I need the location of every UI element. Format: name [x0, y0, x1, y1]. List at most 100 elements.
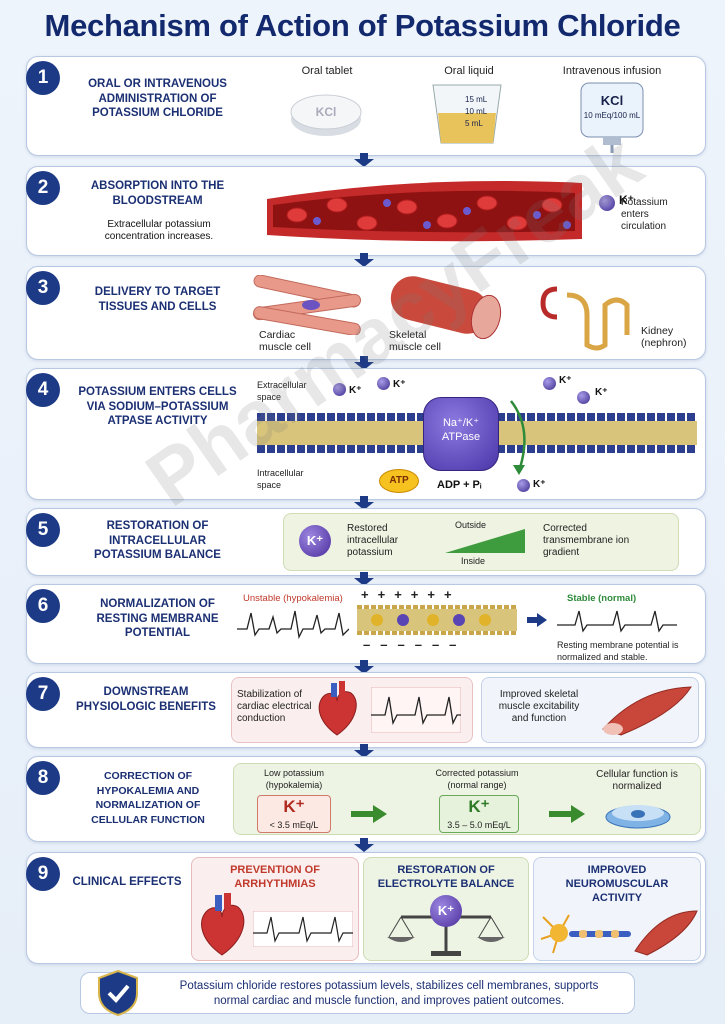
- skeletal-muscle-icon: [633, 907, 699, 957]
- flow-arrow: [354, 356, 374, 370]
- balance-scale-icon: [387, 905, 505, 957]
- blood-vessel-icon: [257, 175, 587, 251]
- step-2-panel: 2 ABSORPTION INTO THE BLOODSTREAM Extrac…: [26, 166, 706, 256]
- kidney-label: Kidney (nephron): [641, 325, 687, 349]
- outside-label: Outside: [455, 520, 487, 530]
- potassium-ion-icon: [377, 377, 390, 390]
- corrected-potassium-label: Corrected potassium (normal range): [435, 768, 519, 790]
- skeletal-muscle-icon: [382, 273, 502, 340]
- skeletal-benefit-label: Improved skeletal muscle excitability an…: [498, 689, 580, 724]
- page-title: Mechanism of Action of Potassium Chlorid…: [44, 8, 681, 43]
- step-3-panel: 3 DELIVERY TO TARGET TISSUES AND CELLS C…: [26, 266, 706, 360]
- potassium-badge-icon: K⁺: [430, 895, 462, 927]
- shield-check-icon: [95, 969, 141, 1017]
- transport-arrow-icon: [507, 399, 537, 479]
- iv-bag-icon: KCl 10 mEq/100 mL: [575, 81, 649, 153]
- flow-arrow: [354, 838, 374, 852]
- tablet-text: KCl: [315, 105, 337, 119]
- flow-arrow: [354, 153, 374, 167]
- potassium-ion-icon: [577, 391, 590, 404]
- pump-label-2: ATPase: [441, 431, 481, 443]
- flow-arrow: [354, 744, 374, 758]
- cell-normalized-label: Cellular function is normalized: [596, 769, 678, 792]
- gradient-wedge-icon: [445, 529, 525, 553]
- minus-sign: –: [397, 637, 415, 652]
- step-subtext: Extracellular potassium concentration in…: [104, 219, 214, 242]
- step-9-panel: 9 CLINICAL EFFECTS PREVENTION OF ARRHYTH…: [26, 852, 706, 964]
- step-number: 9: [26, 857, 60, 891]
- skeletal-muscle-icon: [599, 683, 695, 737]
- plus-sign: +: [394, 587, 411, 602]
- balance-panel: [283, 513, 679, 571]
- atp-label: ATP: [389, 475, 409, 486]
- step-heading: POTASSIUM ENTERS CELLS VIA SODIUM–POTASS…: [78, 386, 237, 427]
- oral-tablet-label: Oral tablet: [301, 65, 353, 77]
- ion-label: K⁺: [393, 379, 406, 390]
- potassium-ion-icon: [543, 377, 556, 390]
- heart-icon: [315, 681, 359, 737]
- step-number: 6: [26, 589, 60, 623]
- plus-sign: +: [443, 587, 461, 602]
- minus-sign: –: [414, 637, 432, 652]
- step-7-panel: 7 DOWNSTREAM PHYSIOLOGIC BENEFITS Stabil…: [26, 672, 706, 748]
- ion-label: K⁺: [559, 375, 572, 386]
- potassium-ion-icon: [599, 195, 615, 211]
- atpase-pump-icon: [423, 397, 499, 471]
- cup-mark-10: 10 mL: [465, 107, 488, 116]
- right-arrow-icon: [549, 805, 585, 823]
- intracellular-label: Intracellular space: [257, 468, 304, 490]
- ion-label: K⁺: [619, 193, 634, 207]
- low-potassium-label: Low potassium (hypokalemia): [263, 768, 325, 790]
- low-k-value: < 3.5 mEq/L: [269, 820, 319, 830]
- cardiac-label: Cardiac muscle cell: [259, 329, 311, 353]
- heart-icon: [197, 893, 247, 957]
- circulation-note: Potassium enters circulation: [621, 197, 668, 232]
- low-potassium-box: [257, 795, 331, 833]
- iv-bag-title: KCl: [600, 93, 624, 108]
- adp-label: ADP + Pᵢ: [437, 479, 482, 491]
- neuromuscular-panel: [533, 857, 701, 961]
- restoration-label: RESTORATION OF ELECTROLYTE BALANCE: [377, 864, 515, 890]
- plus-sign: +: [427, 587, 444, 602]
- unstable-label: Unstable (hypokalemia): [243, 593, 343, 604]
- step-heading: CLINICAL EFFECTS: [72, 876, 182, 888]
- ion-label: K⁺: [533, 479, 546, 490]
- flow-arrow: [354, 572, 374, 586]
- step-number: 8: [26, 761, 60, 795]
- positive-charges: ++++++: [361, 587, 511, 602]
- step-heading: ORAL OR INTRAVENOUS ADMINISTRATION OF PO…: [88, 78, 227, 119]
- gradient-label: Corrected transmembrane ion gradient: [543, 523, 630, 558]
- negative-charges: ––––––: [363, 637, 513, 652]
- restored-label: Restored intracellular potassium: [347, 523, 399, 558]
- pump-label-1: Na⁺/K⁺: [442, 417, 480, 429]
- corrected-k-value: 3.5 – 5.0 mEq/L: [447, 820, 511, 830]
- step-heading: DELIVERY TO TARGET TISSUES AND CELLS: [94, 286, 221, 313]
- cell-icon: [605, 801, 671, 829]
- tablet-icon: KCl: [289, 87, 363, 139]
- plus-sign: +: [410, 587, 428, 602]
- corrected-potassium-box: [439, 795, 519, 833]
- ion-label: K⁺: [349, 385, 362, 396]
- step-heading: RESTORATION OF INTRACELLULAR POTASSIUM B…: [94, 520, 221, 561]
- prevention-label: PREVENTION OF ARRHYTHMIAS: [230, 864, 320, 890]
- neuro-label: IMPROVED NEUROMUSCULAR ACTIVITY: [565, 864, 669, 904]
- minus-sign: –: [431, 637, 450, 652]
- step-heading: ABSORPTION INTO THE BLOODSTREAM: [90, 180, 225, 207]
- skeletal-label: Skeletal muscle cell: [389, 329, 441, 353]
- minus-sign: –: [363, 637, 381, 652]
- iv-bag-sub: 10 mEq/100 mL: [583, 111, 641, 120]
- ion-label: K⁺: [595, 387, 608, 398]
- atp-burst-icon: [379, 469, 419, 493]
- stable-ecg-icon: [557, 607, 677, 635]
- cardiac-muscle-icon: [247, 274, 367, 336]
- step-8-panel: 8 CORRECTION OF HYPOKALEMIA AND NORMALIZ…: [26, 756, 706, 842]
- corrected-k-symbol: K⁺: [468, 797, 490, 816]
- step-5-panel: 5 RESTORATION OF INTRACELLULAR POTASSIUM…: [26, 508, 706, 576]
- inside-label: Inside: [461, 556, 486, 566]
- step-number: 5: [26, 513, 60, 547]
- flow-arrow: [354, 496, 374, 510]
- neuron-icon: [539, 909, 639, 957]
- plus-sign: +: [377, 587, 395, 602]
- cardiac-benefit-label: Stabilization of cardiac electrical cond…: [237, 689, 312, 724]
- cup-mark-15: 15 mL: [465, 95, 488, 104]
